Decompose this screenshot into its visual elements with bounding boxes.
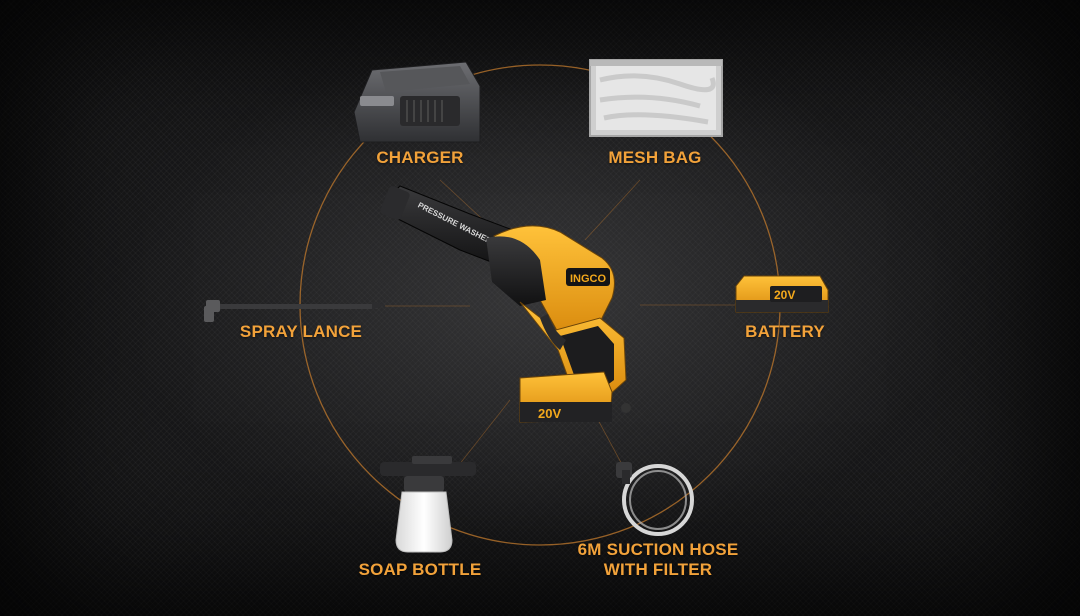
pressure-washer-image: PRESSURE WASHER 20V INGCO [380,185,631,423]
battery-image: 20V [735,275,829,313]
svg-text:INGCO: INGCO [570,273,607,285]
battery-label: BATTERY [745,322,825,341]
suction-hose-label-line1: 6M SUCTION HOSE [577,540,739,559]
svg-text:20V: 20V [774,288,795,302]
mesh-bag-image [589,59,723,137]
spray-lance-label: SPRAY LANCE [239,322,363,341]
suction-hose-image [616,462,694,536]
charger-label: CHARGER [376,148,464,167]
charger-image [353,61,481,143]
suction-hose-label-line2: WITH FILTER [603,560,713,579]
soap-bottle-image [380,456,476,553]
svg-text:20V: 20V [538,406,561,421]
spray-lance-image [204,300,385,322]
mesh-bag-label: MESH BAG [608,148,702,167]
suction-hose-label: 6M SUCTION HOSE WITH FILTER [566,540,750,580]
soap-bottle-label: SOAP BOTTLE [358,560,482,579]
